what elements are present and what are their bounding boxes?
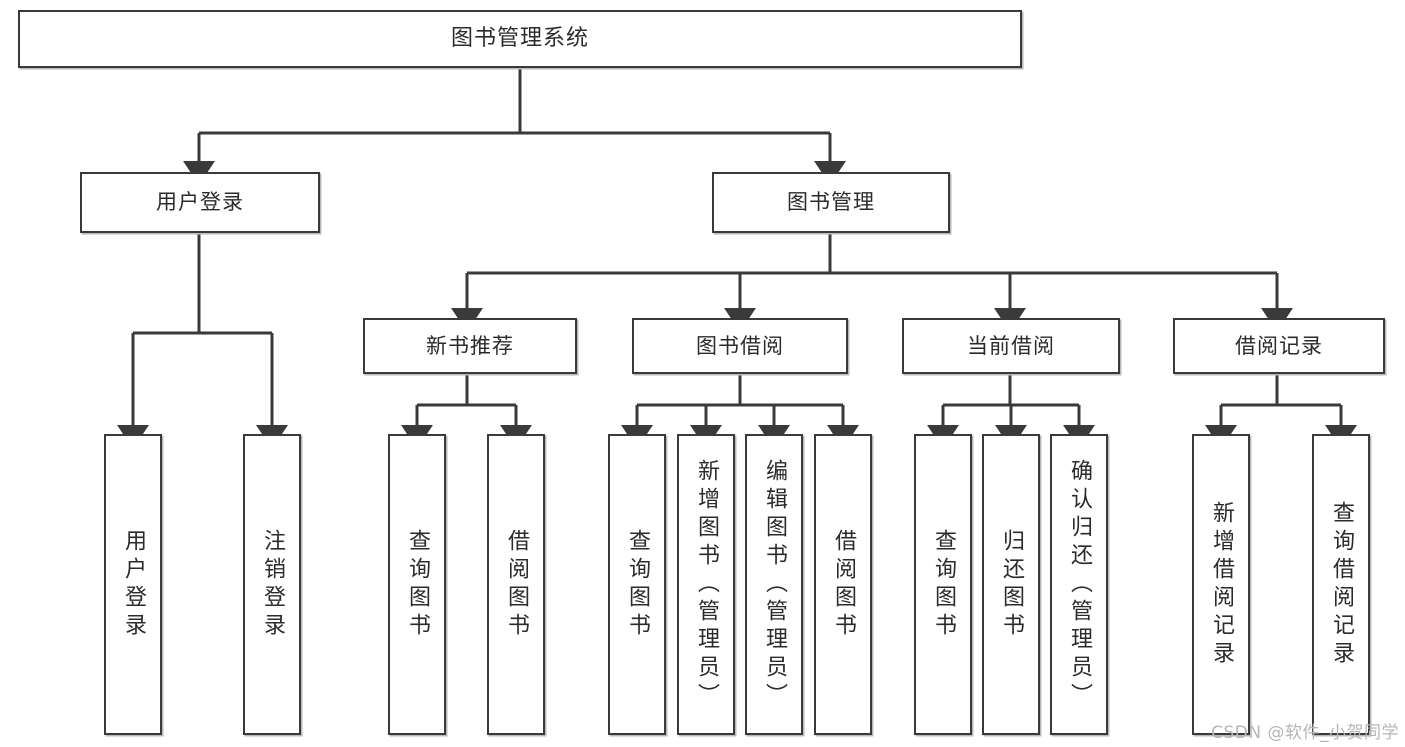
node-user-login-label: 用户登录 bbox=[156, 190, 244, 215]
leaf-add-book-admin[interactable]: 新增图书（管理员） bbox=[677, 434, 735, 735]
watermark: CSDN @软件_小贺同学 bbox=[1211, 723, 1399, 743]
node-root-label: 图书管理系统 bbox=[450, 26, 589, 52]
node-new-book-recommend[interactable]: 新书推荐 bbox=[363, 318, 577, 374]
node-root[interactable]: 图书管理系统 bbox=[18, 10, 1022, 68]
leaf-confirm-return-admin[interactable]: 确认归还（管理员） bbox=[1050, 434, 1108, 735]
leaf-add-borrow-record[interactable]: 新增借阅记录 bbox=[1192, 434, 1250, 735]
leaf-add-borrow-record-label: 新增借阅记录 bbox=[1209, 500, 1234, 669]
node-new-book-recommend-label: 新书推荐 bbox=[426, 333, 514, 358]
leaf-query-book-current-label: 查询图书 bbox=[931, 528, 956, 641]
leaf-borrow-book-label: 借阅图书 bbox=[831, 528, 856, 641]
node-book-management[interactable]: 图书管理 bbox=[712, 172, 950, 233]
leaf-logout-label: 注销登录 bbox=[260, 528, 285, 641]
leaf-query-book-borrow-label: 查询图书 bbox=[625, 528, 650, 641]
node-borrow-record-label: 借阅记录 bbox=[1235, 333, 1323, 358]
node-borrow-record[interactable]: 借阅记录 bbox=[1173, 318, 1385, 374]
leaf-confirm-return-admin-label: 确认归还（管理员） bbox=[1067, 458, 1092, 711]
leaf-query-book-recommend-label: 查询图书 bbox=[405, 528, 430, 641]
node-book-borrow[interactable]: 图书借阅 bbox=[632, 318, 848, 374]
leaf-borrow-book-recommend[interactable]: 借阅图书 bbox=[487, 434, 545, 735]
leaf-query-book-borrow[interactable]: 查询图书 bbox=[608, 434, 666, 735]
leaf-borrow-book-recommend-label: 借阅图书 bbox=[504, 528, 529, 641]
leaf-edit-book-admin[interactable]: 编辑图书（管理员） bbox=[745, 434, 803, 735]
leaf-query-book-current[interactable]: 查询图书 bbox=[914, 434, 972, 735]
leaf-query-borrow-record-label: 查询借阅记录 bbox=[1329, 500, 1354, 669]
leaf-user-login-label: 用户登录 bbox=[121, 528, 146, 641]
leaf-query-book-recommend[interactable]: 查询图书 bbox=[388, 434, 446, 735]
leaf-borrow-book[interactable]: 借阅图书 bbox=[814, 434, 872, 735]
leaf-add-book-admin-label: 新增图书（管理员） bbox=[694, 458, 719, 711]
node-current-borrow-label: 当前借阅 bbox=[967, 333, 1055, 358]
node-current-borrow[interactable]: 当前借阅 bbox=[902, 318, 1120, 374]
leaf-edit-book-admin-label: 编辑图书（管理员） bbox=[762, 458, 787, 711]
node-book-management-label: 图书管理 bbox=[787, 190, 875, 215]
node-book-borrow-label: 图书借阅 bbox=[696, 333, 784, 358]
leaf-return-book-label: 归还图书 bbox=[999, 528, 1024, 641]
node-user-login[interactable]: 用户登录 bbox=[80, 172, 320, 233]
leaf-return-book[interactable]: 归还图书 bbox=[982, 434, 1040, 735]
leaf-logout[interactable]: 注销登录 bbox=[243, 434, 301, 735]
leaf-user-login[interactable]: 用户登录 bbox=[104, 434, 162, 735]
leaf-query-borrow-record[interactable]: 查询借阅记录 bbox=[1312, 434, 1370, 735]
